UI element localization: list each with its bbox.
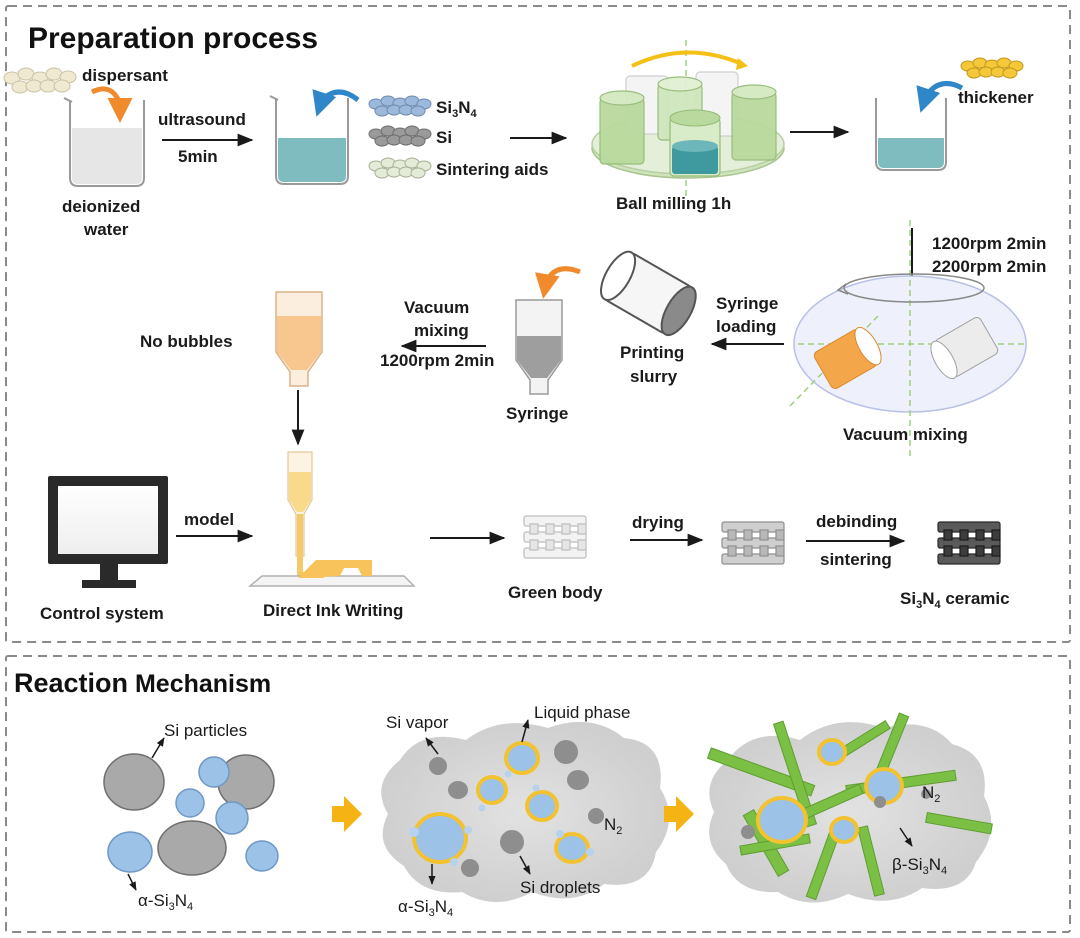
printing-slurry-label-1: Printing [620, 343, 684, 362]
stage3-beta-rods [706, 712, 993, 901]
reaction-title: Reaction Mechanism [14, 668, 271, 698]
syringe-loading-label-1: Syringe [716, 294, 778, 313]
si3n4-powder-label: Si3N4 [436, 98, 477, 120]
syringe-grey-icon [515, 299, 563, 395]
reaction-panel-frame [5, 655, 1071, 933]
liquid-phase-label: Liquid phase [534, 703, 630, 722]
dispersant-powder-icon [3, 67, 77, 94]
drying-label: drying [632, 513, 684, 532]
ball-mill-icon [591, 40, 785, 196]
thickener-powder-icon [960, 57, 1024, 79]
ceramic-lattice-icon [937, 521, 1001, 565]
si3n4-powder-icon [368, 95, 432, 117]
debinding-label: debinding [816, 512, 897, 531]
vacuum-mixing2-label-2: mixing [414, 321, 469, 340]
n2-label-1: N2 [604, 815, 622, 837]
green-body-lattice-icon [523, 515, 587, 559]
sintering-label: sintering [820, 550, 892, 569]
si-vapor-label: Si vapor [386, 713, 449, 732]
preparation-panel-frame [5, 5, 1071, 643]
deionized-water-label-2: water [83, 220, 129, 239]
alpha-pointer-1 [127, 873, 137, 891]
green-body-label: Green body [508, 583, 603, 602]
beaker-suspension-icon [269, 95, 349, 185]
direct-ink-writing-label: Direct Ink Writing [263, 601, 403, 620]
beaker-water-icon [63, 97, 145, 187]
no-bubbles-label: No bubbles [140, 332, 233, 351]
sintering-aids-label: Sintering aids [436, 160, 548, 179]
si3n4-ceramic-label: Si3N4 ceramic [900, 589, 1010, 611]
printing-slurry-label-2: slurry [630, 367, 678, 386]
speed-label-1: 1200rpm 2min [932, 234, 1046, 253]
alpha-si3n4-label-2: α-Si3N4 [398, 897, 453, 919]
vacuum-mixing2-label-1: Vacuum [404, 298, 469, 317]
orange-loading-arrow-icon [534, 266, 581, 299]
sintering-aids-powder-icon [368, 157, 432, 179]
syringe-loading-label-2: loading [716, 317, 776, 336]
stage-arrow-1 [332, 796, 362, 832]
stage1-particles [103, 753, 279, 876]
n2-label-2: N2 [922, 783, 940, 805]
control-system-label: Control system [40, 604, 164, 623]
si-droplets-pointer [519, 855, 531, 875]
dispersant-label: dispersant [82, 66, 168, 85]
vacuum-mixing-label: Vacuum mixing [843, 425, 968, 444]
thickener-label: thickener [958, 88, 1034, 107]
si-powder-label: Si [436, 128, 452, 147]
blue-stir-arrow-2-icon [916, 81, 964, 113]
si-powder-icon [368, 125, 432, 147]
alpha-si3n4-label-1: α-Si3N4 [138, 891, 193, 913]
printing-slurry-cup-icon [600, 250, 697, 337]
syringe-label: Syringe [506, 404, 568, 423]
blue-stir-arrow-icon [312, 89, 360, 117]
si-particles-pointer [151, 737, 165, 759]
liquid-phase-pointer [521, 719, 530, 743]
stage-arrow-2 [664, 796, 694, 832]
dried-body-lattice-icon [721, 521, 785, 565]
stage3-particles [741, 738, 931, 844]
ball-milling-label: Ball milling 1h [616, 194, 731, 213]
orange-stir-arrow-icon [90, 86, 133, 123]
stage2-particles [409, 740, 604, 877]
model-label: model [184, 510, 234, 529]
preparation-title: Preparation process [28, 22, 318, 55]
beta-si3n4-label: β-Si3N4 [892, 855, 947, 877]
ultrasound-label: ultrasound [158, 110, 246, 129]
beaker-thickened-icon [875, 98, 947, 171]
deionized-water-label-1: deionized [62, 197, 140, 216]
vacuum-mixer-icon [789, 220, 1027, 458]
direct-ink-writing-printer-icon [247, 451, 416, 587]
ultrasound-time-label: 5min [178, 147, 218, 166]
monitor-icon [48, 476, 168, 588]
syringe-orange-icon [275, 291, 323, 387]
si-particles-label: Si particles [164, 721, 247, 740]
si-droplets-label: Si droplets [520, 878, 600, 897]
si-vapor-pointer [425, 737, 439, 755]
speed-label-2: 2200rpm 2min [932, 257, 1046, 276]
speed-label-3: 1200rpm 2min [380, 351, 494, 370]
beta-pointer [899, 827, 913, 847]
